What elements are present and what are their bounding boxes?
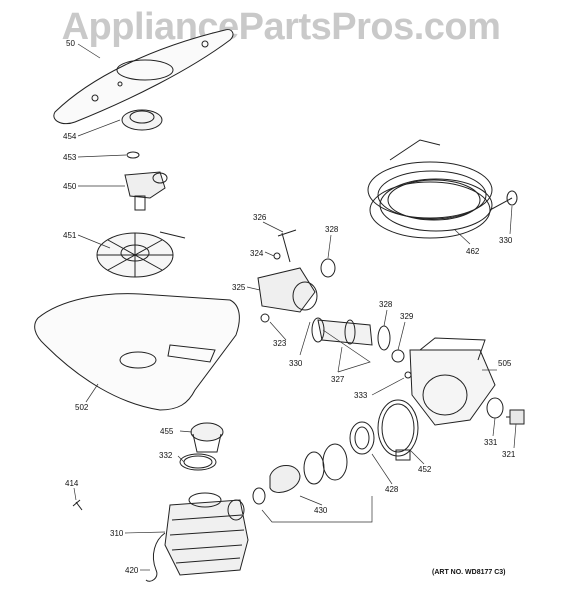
callout-502: 502: [75, 403, 89, 412]
callout-330-right: 330: [499, 236, 513, 245]
callout-328-lower: 328: [379, 300, 393, 309]
pump-housing: [409, 337, 496, 426]
gasket: [320, 258, 336, 278]
callout-450: 450: [63, 182, 77, 191]
clamp: [486, 397, 504, 419]
callout-430: 430: [314, 506, 328, 515]
screw: [404, 371, 412, 379]
seal: [377, 325, 391, 351]
hose-clamp: [179, 453, 217, 471]
callout-462: 462: [466, 247, 480, 256]
wire-clip: [277, 229, 297, 263]
impeller-kit: [252, 443, 348, 505]
watermark: AppliancePartsPros.com: [61, 6, 501, 48]
callout-331: 331: [484, 438, 498, 447]
callout-333: 333: [354, 391, 368, 400]
callout-505: 505: [498, 359, 512, 368]
callout-454: 454: [63, 132, 77, 141]
callout-50: 50: [66, 39, 75, 48]
clamp: [506, 190, 518, 206]
callout-420: 420: [125, 566, 139, 575]
callout-310: 310: [110, 529, 124, 538]
callout-325: 325: [232, 283, 246, 292]
callout-428: 428: [385, 485, 399, 494]
check-valve: [506, 409, 525, 425]
callout-455: 455: [160, 427, 174, 436]
leader-lines: [73, 43, 517, 571]
callout-452: 452: [418, 465, 432, 474]
band-clamp: [377, 399, 419, 461]
callout-453: 453: [63, 153, 77, 162]
callout-451: 451: [63, 231, 77, 240]
strainer: [190, 422, 224, 453]
callout-414: 414: [65, 479, 79, 488]
coupling: [311, 317, 373, 346]
bushing: [391, 349, 405, 363]
callout-323: 323: [273, 339, 287, 348]
o-ring: [126, 151, 140, 159]
drain-hose: [367, 139, 513, 239]
mounting-screw: [72, 499, 83, 511]
art-number: (ART NO. WD8177 C3): [432, 569, 506, 576]
callout-329: 329: [400, 312, 414, 321]
spray-arm-mount: [121, 109, 163, 131]
callout-327: 327: [331, 375, 345, 384]
manifold: [124, 171, 168, 211]
filter-assembly: [96, 231, 186, 278]
callout-328-upper: 328: [325, 225, 339, 234]
lower-spray-arm: [53, 29, 234, 125]
pump-seal: [349, 421, 375, 455]
callout-332: 332: [159, 451, 173, 460]
wire-harness: [145, 532, 166, 582]
motor-and-pump: [164, 492, 249, 576]
callout-326: 326: [253, 213, 267, 222]
valve-assembly: [257, 267, 318, 323]
callout-330-left: 330: [289, 359, 303, 368]
sump-tray: [34, 293, 240, 411]
callout-321: 321: [502, 450, 516, 459]
screw: [273, 252, 281, 260]
callout-324: 324: [250, 249, 264, 258]
callout-labels: 50 454 453 450 451 502 326 324 328 325 3…: [63, 39, 516, 575]
